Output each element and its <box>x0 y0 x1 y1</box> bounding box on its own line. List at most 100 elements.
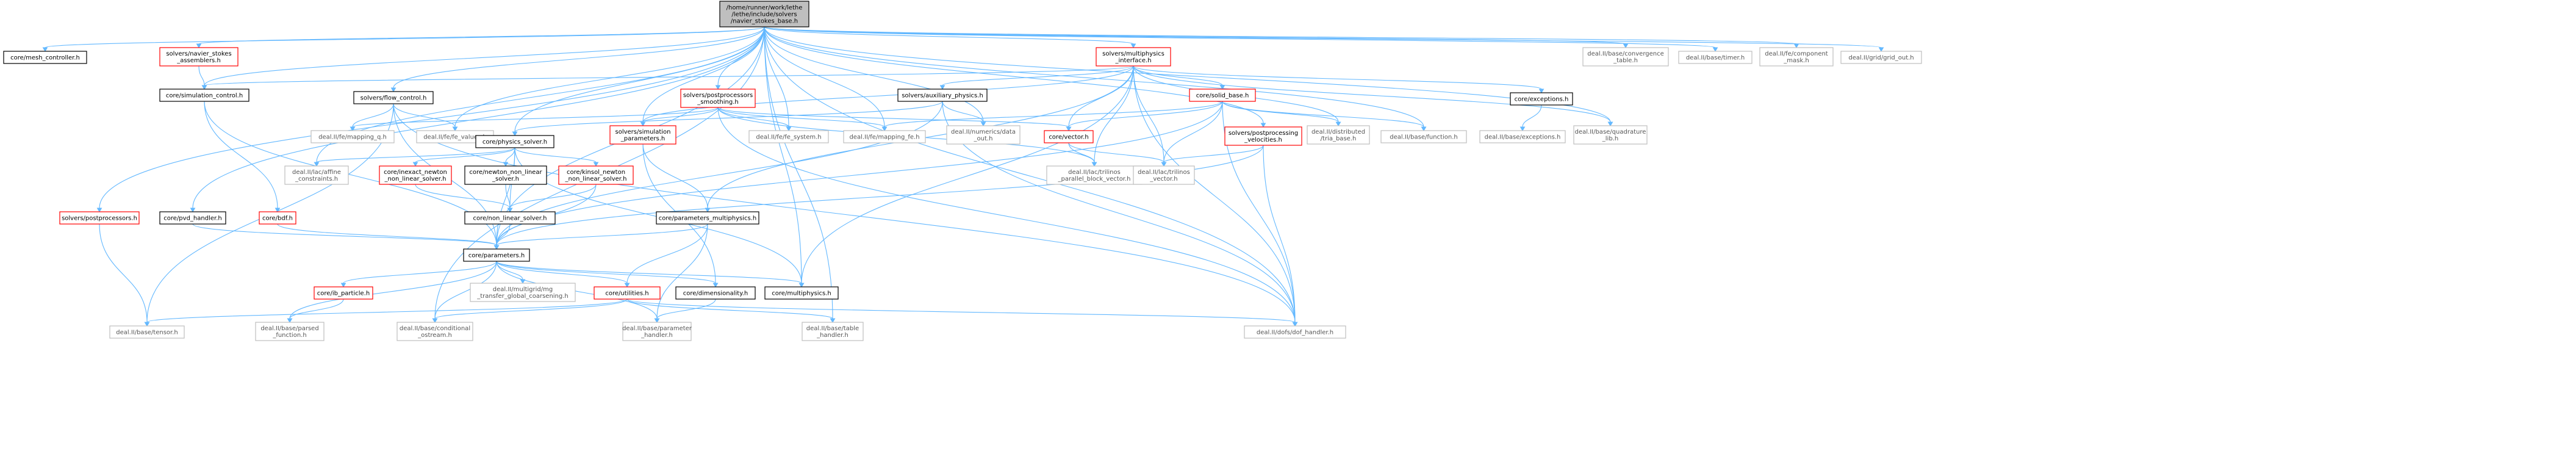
node-label-line: solvers/auxiliary_physics.h <box>902 93 983 99</box>
node-non-linear-solver[interactable]: core/non_linear_solver.h <box>464 211 556 225</box>
node-label-line: _out.h <box>974 136 993 142</box>
node-dimensionality[interactable]: core/dimensionality.h <box>675 286 756 300</box>
edge-root-to-table_handler <box>764 26 836 323</box>
node-label-line: _non_linear_solver.h <box>565 176 627 183</box>
node-label-line: deal.II/base/parameter <box>622 325 692 332</box>
node-trilinos-pbv[interactable]: deal.II/lac/trilinos_parallel_block_vect… <box>1046 165 1143 185</box>
node-box <box>1840 51 1922 64</box>
node-label-line: solvers/navier_stokes <box>166 51 231 57</box>
edge-simulation_control-to-bdf <box>204 101 281 212</box>
edge-pp_velocities-to-trilinos_vector <box>1161 145 1264 167</box>
node-tensor[interactable]: deal.II/base/tensor.h <box>109 325 185 339</box>
node-base-function[interactable]: deal.II/base/function.h <box>1380 130 1467 143</box>
node-pvd-handler[interactable]: core/pvd_handler.h <box>159 211 226 225</box>
node-auxiliary-physics[interactable]: solvers/auxiliary_physics.h <box>897 89 988 102</box>
node-label-line: solvers/postprocessors.h <box>62 215 137 222</box>
node-box <box>379 165 452 185</box>
node-grid-out[interactable]: deal.II/grid/grid_out.h <box>1840 51 1922 64</box>
node-simulation-control[interactable]: core/simulation_control.h <box>159 89 249 102</box>
node-component-mask[interactable]: deal.II/fe/component_mask.h <box>1759 47 1834 67</box>
node-parameter-handler[interactable]: deal.II/base/parameter_handler.h <box>622 322 692 341</box>
node-utilities[interactable]: core/utilities.h <box>594 286 661 300</box>
edge-bdf-to-parameters <box>277 223 500 250</box>
node-bdf[interactable]: core/bdf.h <box>259 211 296 225</box>
node-parsed-function[interactable]: deal.II/base/parsed_function.h <box>255 322 325 341</box>
edge-flow_control-to-fe_values <box>393 103 458 131</box>
node-datout[interactable]: deal.II/numerics/data_out.h <box>946 125 1021 145</box>
node-pp-smoothing[interactable]: solvers/postprocessors_smoothing.h <box>680 89 756 108</box>
node-box <box>609 125 676 145</box>
node-box <box>675 286 756 300</box>
node-label-line: _ostream.h <box>417 332 452 339</box>
node-newton-nl[interactable]: core/newton_non_linear_solver.h <box>464 165 547 185</box>
edge-parameters-to-utilities <box>496 261 630 287</box>
node-box <box>463 248 530 262</box>
node-label-line: deal.II/distributed <box>1311 129 1365 136</box>
node-box <box>396 322 473 341</box>
node-mesh-controller[interactable]: core/mesh_controller.h <box>3 51 87 64</box>
node-affine-constraints[interactable]: deal.II/lac/affine_constraints.h <box>284 165 349 185</box>
node-label-line: core/multiphysics.h <box>772 291 831 297</box>
edge-root-to-postprocessors <box>96 26 765 212</box>
node-ns-assemblers[interactable]: solvers/navier_stokes_assemblers.h <box>159 47 239 67</box>
node-multiphysics[interactable]: core/multiphysics.h <box>764 286 839 300</box>
edge-solid_base-to-base_function <box>1222 101 1427 131</box>
node-label-line: _mask.h <box>1783 57 1809 64</box>
node-mg-transfer[interactable]: deal.II/multigrid/mg_transfer_global_coa… <box>470 283 576 302</box>
node-conditional-ostream[interactable]: deal.II/base/conditional_ostream.h <box>396 322 473 341</box>
node-label-line: _handler.h <box>816 332 849 339</box>
node-box <box>1510 92 1573 106</box>
node-postprocessors[interactable]: solvers/postprocessors.h <box>59 211 140 225</box>
node-quadrature-lib[interactable]: deal.II/base/quadrature_lib.h <box>1573 125 1648 145</box>
node-box <box>1759 47 1834 67</box>
node-inexact-newton[interactable]: core/inexact_newton_non_linear_solver.h <box>379 165 452 185</box>
node-dof-handler[interactable]: deal.II/dofs/dof_handler.h <box>1244 325 1346 339</box>
node-multiphysics-interface[interactable]: solvers/multiphysics_interface.h <box>1096 47 1171 67</box>
node-label-line: solvers/simulation <box>615 129 671 136</box>
node-core-vector[interactable]: core/vector.h <box>1044 130 1094 143</box>
node-box <box>159 211 226 225</box>
node-sim-params[interactable]: solvers/simulation_parameters.h <box>609 125 676 145</box>
node-timer[interactable]: deal.II/base/timer.h <box>1678 51 1753 64</box>
edge-root-to-physics_solver <box>512 26 765 136</box>
node-label-line: deal.II/base/timer.h <box>1686 55 1745 62</box>
edge-physics_solver-to-kinsol <box>514 147 599 167</box>
node-flow-control[interactable]: solvers/flow_control.h <box>353 91 434 104</box>
node-label-line: solvers/postprocessors <box>683 92 753 99</box>
node-parameters[interactable]: core/parameters.h <box>463 248 530 262</box>
edge-physics_solver-to-newton_nl <box>503 147 515 167</box>
edge-sim_params-to-params_multiphysics <box>642 143 711 212</box>
node-fe-system[interactable]: deal.II/fe/fe_system.h <box>748 130 829 143</box>
node-pp-velocities[interactable]: solvers/postprocessing_velocities.h <box>1224 126 1302 146</box>
edge-auxiliary_physics-to-physics_solver <box>512 101 943 136</box>
node-label-line: core/exceptions.h <box>1515 96 1569 103</box>
node-ib-particle[interactable]: core/ib_particle.h <box>314 286 373 300</box>
edge-multiphysics_interface-to-core_vector <box>1066 65 1134 131</box>
edge-pp_smoothing-to-mapping_q <box>350 107 719 131</box>
node-mapping-fe[interactable]: deal.II/fe/mapping_fe.h <box>843 130 926 143</box>
node-params-multiphysics[interactable]: core/parameters_multiphysics.h <box>656 211 759 225</box>
node-box <box>310 130 395 143</box>
node-label-line: _lib.h <box>1602 136 1618 142</box>
node-box <box>1189 89 1256 102</box>
node-box <box>59 211 140 225</box>
edge-root-to-component_mask <box>764 26 1799 48</box>
node-label-line: deal.II/lac/trilinos <box>1138 169 1190 176</box>
node-table-handler[interactable]: deal.II/base/table_handler.h <box>802 322 864 341</box>
node-solid-base[interactable]: core/solid_base.h <box>1189 89 1256 102</box>
node-physics-solver[interactable]: core/physics_solver.h <box>475 135 554 148</box>
node-base-exceptions[interactable]: deal.II/base/exceptions.h <box>1479 130 1566 143</box>
node-mapping-q[interactable]: deal.II/fe/mapping_q.h <box>310 130 395 143</box>
node-trilinos-vector[interactable]: deal.II/lac/trilinos_vector.h <box>1133 165 1195 185</box>
node-box <box>558 165 634 185</box>
node-box <box>1244 325 1346 339</box>
node-box <box>594 286 661 300</box>
edge-utilities-to-conditional_ostream <box>432 298 628 323</box>
node-kinsol[interactable]: core/kinsol_newton_non_linear_solver.h <box>558 165 634 185</box>
node-label-line: core/physics_solver.h <box>483 139 547 146</box>
node-root[interactable]: /home/runner/work/lethe/lethe/include/so… <box>719 1 809 27</box>
node-box <box>464 165 547 185</box>
node-tria-base[interactable]: deal.II/distributed/tria_base.h <box>1307 125 1370 145</box>
node-exceptions-core[interactable]: core/exceptions.h <box>1510 92 1573 106</box>
node-convergence-table[interactable]: deal.II/base/convergence_table.h <box>1582 47 1669 67</box>
